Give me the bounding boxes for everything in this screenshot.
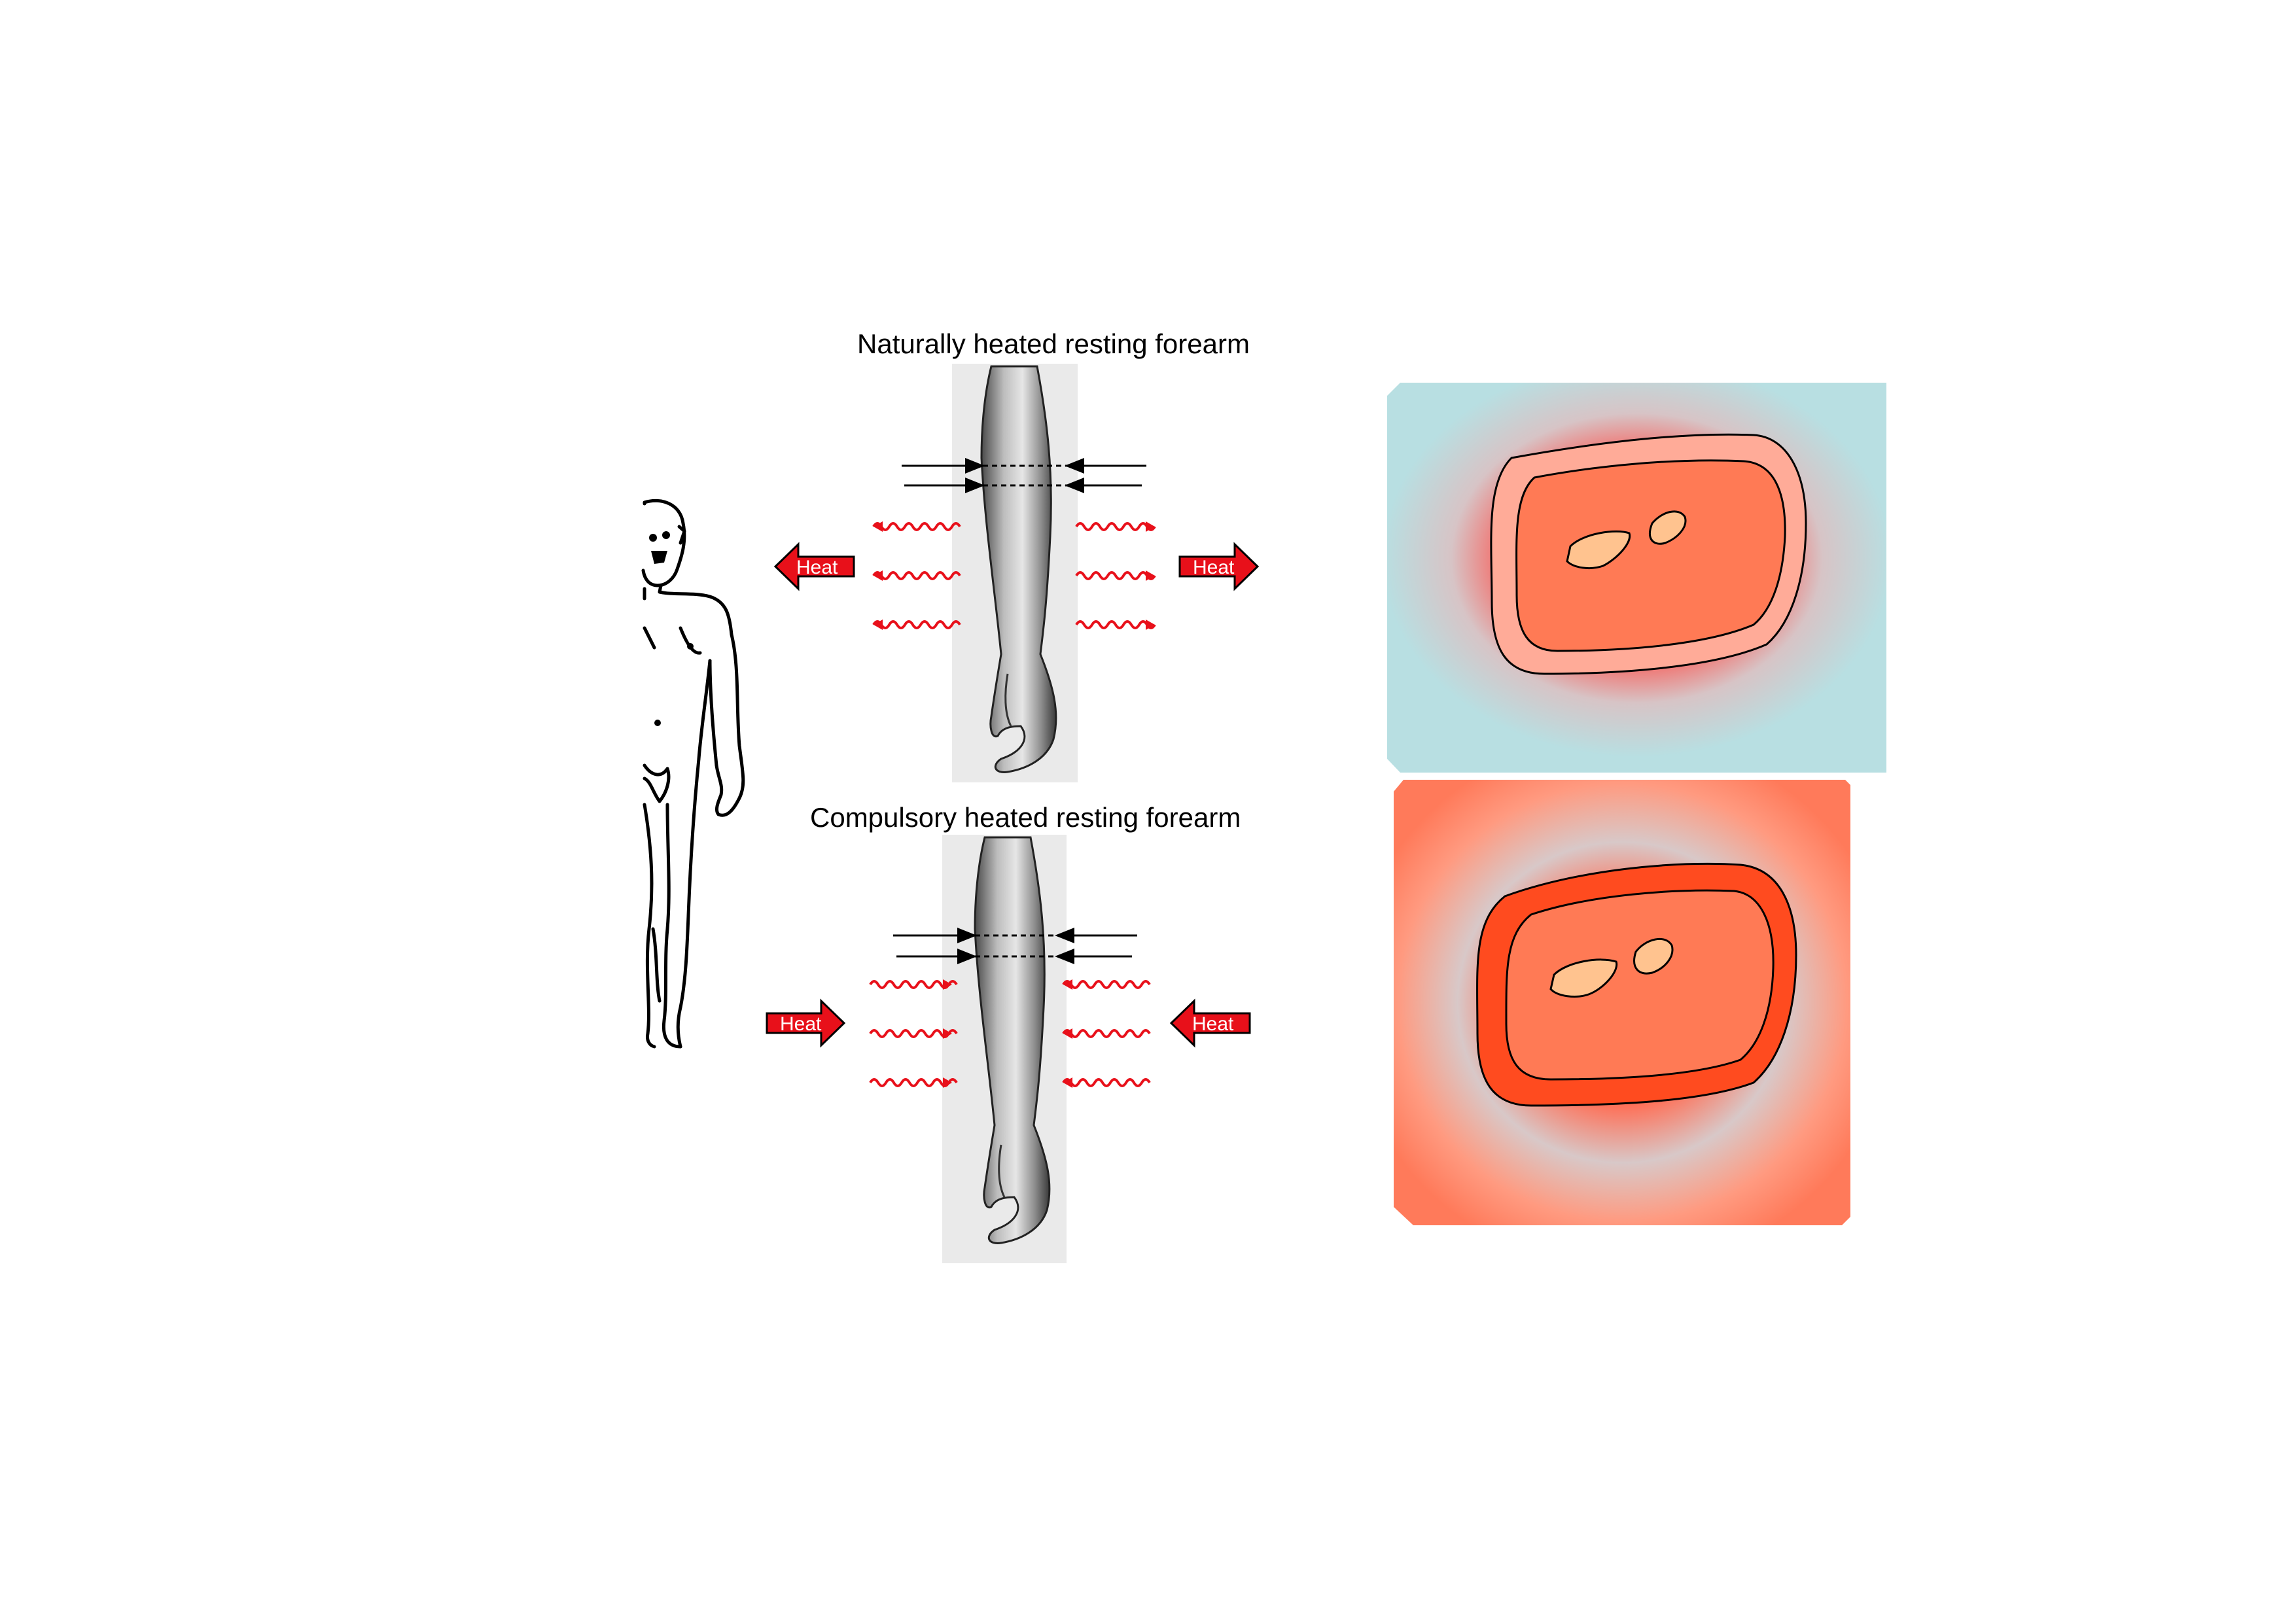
heat-wave-left-bottom-0 (869, 980, 958, 989)
heat-arrow-left-bottom: Heat (766, 998, 846, 1048)
heat-wave-right-bottom-2 (1062, 1078, 1151, 1087)
bone-radius-compulsory (1633, 938, 1674, 975)
cross-section-compulsory (1394, 780, 1850, 1225)
heat-wave-right-bottom-2-head (1063, 1077, 1072, 1088)
heat-wave-right-top-2 (1075, 620, 1156, 629)
measurement-arrows-top (902, 458, 1146, 493)
heat-arrow-left-top: Heat (773, 542, 855, 591)
heat-label-right-top: Heat (1193, 557, 1235, 578)
cross-section-natural (1387, 383, 1886, 773)
heat-wave-right-bottom-1-head (1063, 1028, 1072, 1039)
forearm-icon-top (952, 364, 1078, 782)
heat-arrow-right-top: Heat (1178, 542, 1260, 591)
heat-wave-left-bottom-1-head (943, 1028, 952, 1039)
heat-wave-left-top-1-head (874, 570, 883, 581)
human-figure-icon (641, 498, 745, 1049)
bone-ulna-natural (1566, 530, 1631, 569)
heat-label-right-bottom: Heat (1192, 1013, 1234, 1035)
heat-wave-right-bottom-1 (1062, 1029, 1151, 1038)
heat-wave-right-bottom-0 (1062, 980, 1151, 989)
core-compulsory (1505, 889, 1775, 1081)
bone-radius-natural (1649, 510, 1687, 545)
heat-wave-right-bottom-0-head (1063, 979, 1072, 990)
heat-wave-right-top-1-head (1146, 570, 1155, 581)
core-natural (1515, 459, 1786, 652)
heat-waves-bottom (869, 979, 1151, 1088)
heat-wave-left-top-0-head (874, 521, 883, 532)
heat-wave-right-top-0-head (1146, 521, 1155, 532)
heat-label-left-bottom: Heat (780, 1013, 822, 1035)
heat-wave-left-bottom-2 (869, 1078, 958, 1087)
heat-wave-right-top-2-head (1146, 620, 1155, 630)
heat-label-left-top: Heat (796, 557, 838, 578)
heat-wave-left-top-1 (872, 571, 961, 580)
heat-arrow-right-bottom: Heat (1169, 998, 1251, 1048)
bone-ulna-compulsory (1549, 958, 1618, 998)
heat-wave-left-bottom-2-head (943, 1077, 952, 1088)
heat-wave-left-top-2-head (874, 620, 883, 630)
compulsory-panel-title: Compulsory heated resting forearm (810, 802, 1241, 833)
measurement-arrows-bottom (893, 928, 1137, 964)
heat-wave-right-top-0 (1075, 522, 1156, 531)
heat-wave-right-top-1 (1075, 571, 1156, 580)
heat-wave-left-top-2 (872, 620, 961, 629)
heat-wave-left-top-0 (872, 522, 961, 531)
forearm-icon-bottom (942, 835, 1067, 1263)
heat-wave-left-bottom-0-head (943, 979, 952, 990)
heat-wave-left-bottom-1 (869, 1029, 958, 1038)
natural-panel-title: Naturally heated resting forearm (857, 328, 1250, 359)
heat-waves-top (872, 521, 1156, 630)
